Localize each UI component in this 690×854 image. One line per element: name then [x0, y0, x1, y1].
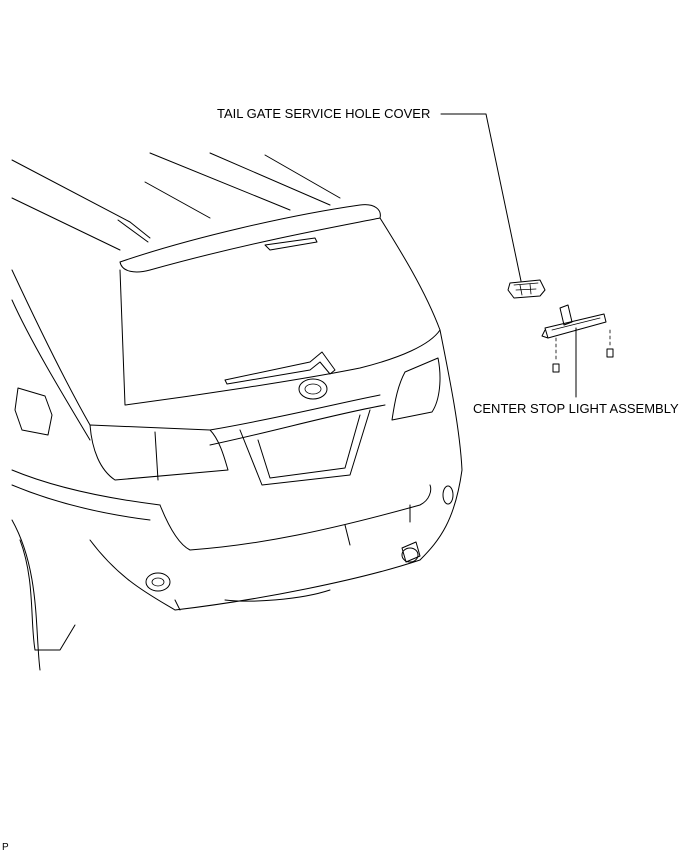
license-plate-recess [209, 394, 386, 486]
label-tail-gate-service-hole-cover: TAIL GATE SERVICE HOLE COVER [217, 106, 431, 121]
service-hole-cover-part [507, 279, 546, 299]
emblem [298, 378, 328, 400]
rear-window [119, 217, 441, 406]
roof-lines [11, 152, 341, 251]
tail-lamps [89, 357, 441, 481]
center-stop-light-part [541, 304, 607, 339]
label-center-stop-light-assembly: CENTER STOP LIGHT ASSEMBLY [473, 401, 679, 416]
body-side [11, 269, 161, 671]
rear-wiper [224, 351, 336, 385]
leader-lines [440, 113, 577, 398]
rear-spoiler [119, 204, 381, 273]
screws [552, 329, 614, 373]
figure-code: P [2, 842, 9, 853]
rear-bumper [89, 329, 463, 611]
rear-reflector [145, 485, 454, 592]
exhaust-pipe [401, 541, 421, 563]
